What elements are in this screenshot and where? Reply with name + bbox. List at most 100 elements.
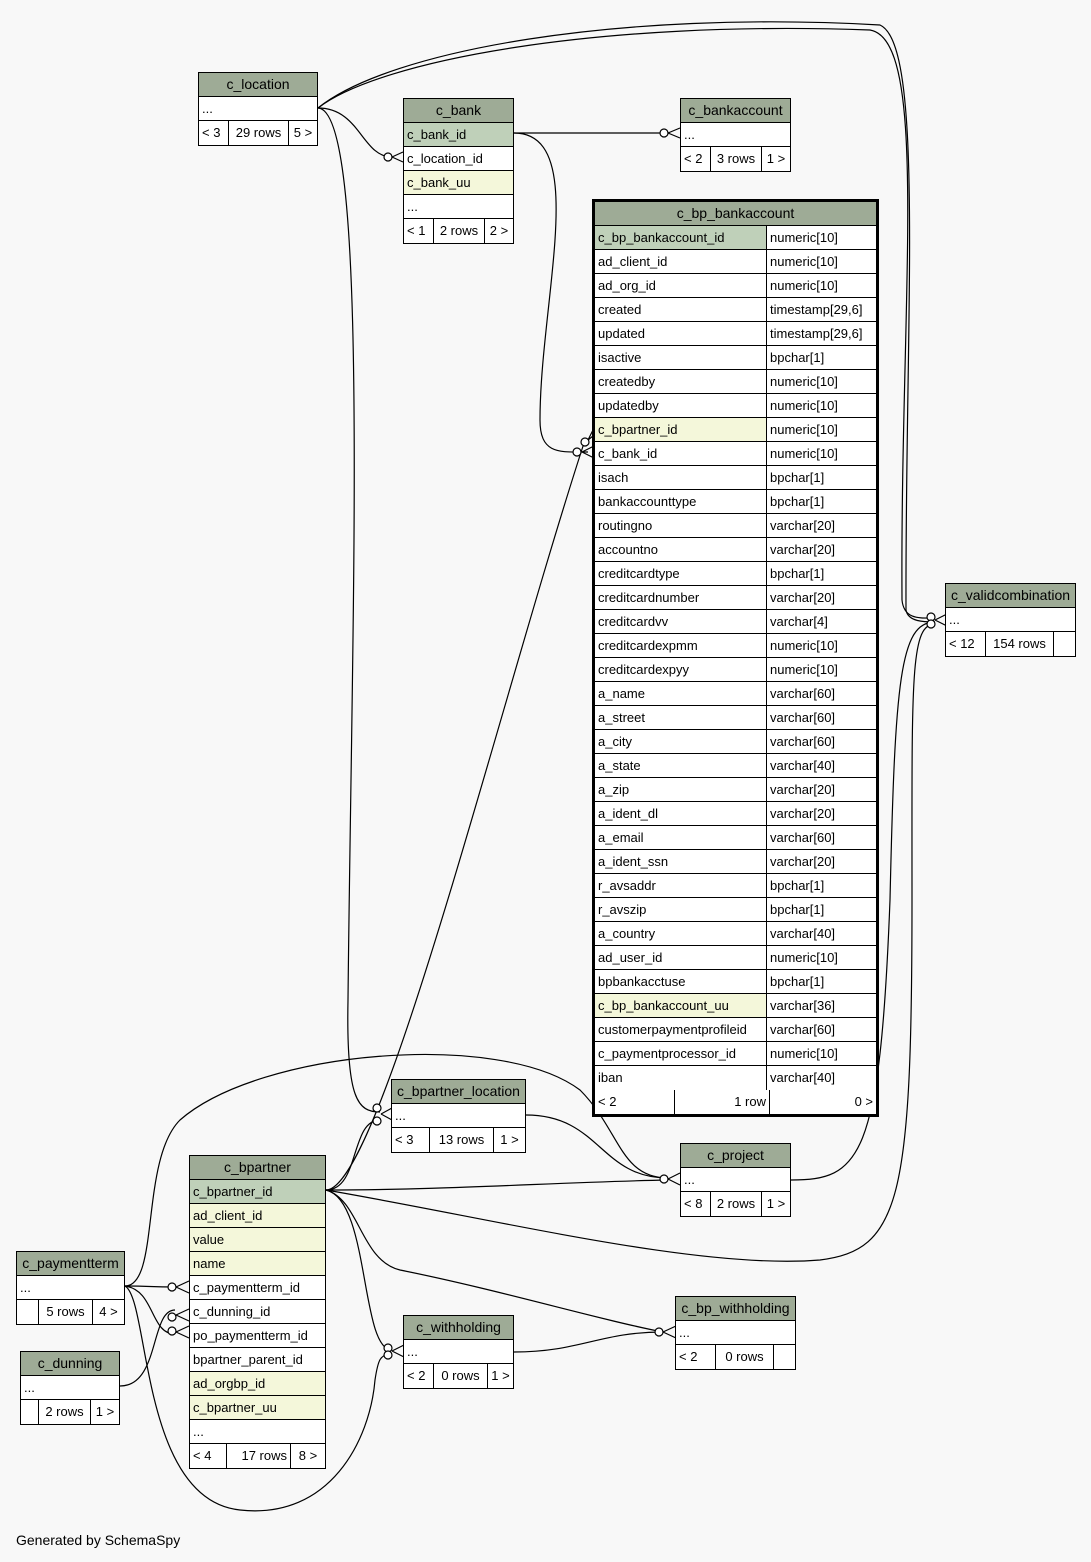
crow-foot xyxy=(175,1325,190,1339)
column-name: a_email xyxy=(595,826,767,849)
edge-bpartner-project xyxy=(325,1179,669,1191)
table-c-bankaccount[interactable]: c_bankaccount ... < 2 3 rows 1 > xyxy=(680,98,791,172)
column-name: ad_user_id xyxy=(595,946,767,969)
edge-bpartner-bpwithholding xyxy=(325,1189,664,1333)
table-header[interactable]: c_withholding xyxy=(404,1316,513,1340)
column-type: timestamp[29,6] xyxy=(770,326,863,341)
column-cell: c_bank_uu xyxy=(407,175,471,190)
column-name: isactive xyxy=(595,346,767,369)
column-name: a_street xyxy=(595,706,767,729)
column-name: a_country xyxy=(595,922,767,945)
fk-marker xyxy=(926,619,936,629)
table-c-bp-withholding[interactable]: c_bp_withholding ... < 2 0 rows xyxy=(675,1296,796,1370)
parents-count: < 8 xyxy=(681,1192,711,1216)
parents-count: < 2 xyxy=(681,147,711,171)
column-type: varchar[60] xyxy=(770,686,836,701)
column-name: ad_org_id xyxy=(595,274,767,297)
table-c-project[interactable]: c_project ... < 8 2 rows 1 > xyxy=(680,1143,791,1217)
edge-withholding-bpwithholding xyxy=(513,1331,664,1353)
column-cell: c_bpartner_uu xyxy=(193,1400,277,1415)
table-c-bpartner[interactable]: c_bpartner c_bpartner_id ad_client_id va… xyxy=(189,1155,326,1469)
fk-marker xyxy=(580,437,590,447)
column-type: numeric[10] xyxy=(770,374,838,389)
edge-project-validcombination xyxy=(790,621,936,1181)
column-cell: c_location_id xyxy=(407,151,483,166)
parents-count: < 12 xyxy=(946,632,986,656)
crow-foot xyxy=(391,151,404,163)
column-type: bpchar[1] xyxy=(770,902,825,917)
column-name: createdby xyxy=(595,370,767,393)
column-name: a_ident_dl xyxy=(595,802,767,825)
column-type: varchar[40] xyxy=(770,1070,836,1085)
column-type: bpchar[1] xyxy=(770,878,825,893)
table-header[interactable]: c_bpartner xyxy=(190,1156,325,1180)
column-name: updatedby xyxy=(595,394,767,417)
column-cell: value xyxy=(193,1232,225,1247)
table-header[interactable]: c_location xyxy=(199,73,317,97)
table-c-bank[interactable]: c_bank c_bank_id c_location_id c_bank_uu… xyxy=(403,98,514,244)
column-type: varchar[20] xyxy=(770,590,836,605)
column-type: numeric[10] xyxy=(770,638,838,653)
edge-location-bpartnerlocation xyxy=(317,107,381,1113)
edge-bpartner-bpartnerlocation xyxy=(325,1119,381,1191)
crow-foot xyxy=(662,1325,677,1339)
edge-paymentterm-bpartner-2 xyxy=(124,1285,176,1335)
column-name: updated xyxy=(595,322,767,345)
parents-count: < 1 xyxy=(404,219,434,243)
column-cell: c_bank_id xyxy=(407,127,467,142)
crow-foot xyxy=(175,1280,190,1294)
row-count: 0 rows xyxy=(716,1345,774,1369)
table-header[interactable]: c_validcombination xyxy=(946,584,1075,608)
table-c-validcombination[interactable]: c_validcombination ... < 12 154 rows xyxy=(945,583,1076,657)
column-type: varchar[20] xyxy=(770,782,836,797)
table-header[interactable]: c_bp_withholding xyxy=(676,1297,795,1321)
table-c-paymentterm[interactable]: c_paymentterm ... 5 rows 4 > xyxy=(16,1251,125,1325)
table-header[interactable]: c_bpartner_location xyxy=(392,1080,525,1104)
column-type: varchar[20] xyxy=(770,806,836,821)
column-type: timestamp[29,6] xyxy=(770,302,863,317)
column-name: bankaccounttype xyxy=(595,490,767,513)
table-c-dunning[interactable]: c_dunning ... 2 rows 1 > xyxy=(20,1351,120,1425)
children-count: 1 > xyxy=(491,1368,510,1383)
table-c-withholding[interactable]: c_withholding ... < 2 0 rows 1 > xyxy=(403,1315,514,1389)
table-header[interactable]: c_dunning xyxy=(21,1352,119,1376)
column-type: numeric[10] xyxy=(770,398,838,413)
column-cell: name xyxy=(193,1256,226,1271)
children-count: 1 > xyxy=(500,1132,519,1147)
edge-bpartner-withholding xyxy=(325,1189,393,1351)
column-cell: ... xyxy=(407,199,418,214)
column-name: creditcardexpmm xyxy=(595,634,767,657)
fk-marker xyxy=(167,1282,177,1292)
column-type: bpchar[1] xyxy=(770,470,825,485)
parents-count: < 3 xyxy=(392,1128,430,1152)
table-c-location[interactable]: c_location ... < 3 29 rows 5 > xyxy=(198,72,318,146)
table-header[interactable]: c_bank xyxy=(404,99,513,123)
fk-marker xyxy=(659,1174,669,1184)
table-header[interactable]: c_project xyxy=(681,1144,790,1168)
table-header[interactable]: c_bankaccount xyxy=(681,99,790,123)
table-header[interactable]: c_paymentterm xyxy=(17,1252,124,1276)
fk-marker xyxy=(167,1326,177,1336)
children-count: 2 > xyxy=(489,223,509,238)
table-c-bpartner-location[interactable]: c_bpartner_location ... < 3 13 rows 1 > xyxy=(391,1079,526,1153)
table-header[interactable]: c_bp_bankaccount xyxy=(595,202,876,226)
row-count: 0 rows xyxy=(434,1364,488,1388)
column-type: varchar[60] xyxy=(770,734,836,749)
column-cell: c_bpartner_id xyxy=(193,1184,273,1199)
column-cell: ad_orgbp_id xyxy=(193,1376,266,1391)
crow-foot xyxy=(667,127,681,139)
